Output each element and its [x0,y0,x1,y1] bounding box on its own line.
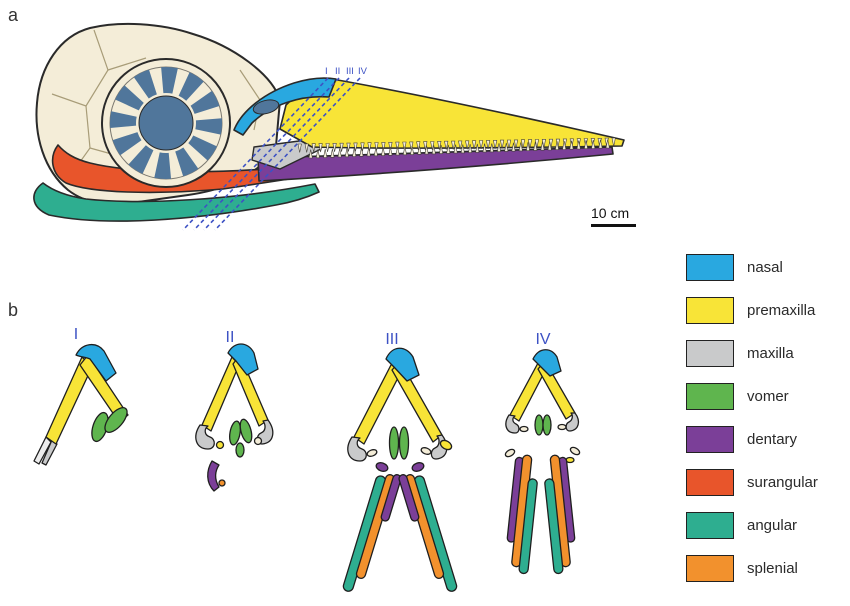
legend-item-label: angular [747,517,798,534]
legend-item: surangular [686,469,818,496]
legend-swatch-splenial [686,555,734,582]
cross-section-iii [342,347,458,592]
legend-item: angular [686,512,818,539]
legend-item: dentary [686,426,818,453]
legend-swatch-angular [686,512,734,539]
section-line-label-iii: III [346,66,354,77]
section-lines [182,77,361,231]
cross-section-iv [504,349,581,575]
section-line-label-i: I [325,66,328,77]
legend-item-label: splenial [747,560,798,577]
section-line-label-iv: IV [358,66,368,77]
scale-bar-label: 10 cm [591,205,629,221]
cross-section-label-iii: III [385,331,399,348]
legend-swatch-dentary [686,426,734,453]
cross-section-ii [195,343,274,492]
legend-swatch-premaxilla [686,297,734,324]
cross-section-label-iv: IV [535,331,551,348]
panel-a-label: a [8,5,19,25]
naris-opening [252,99,280,115]
legend-item: splenial [686,555,818,582]
legend: nasal premaxilla maxilla vomer dentary s… [686,254,818,598]
legend-item-label: dentary [747,431,798,448]
section-line-labels: I II III IV [325,66,368,77]
legend-item: nasal [686,254,818,281]
cross-section-label-ii: II [225,329,235,346]
sclerotic-ring [101,58,231,188]
legend-swatch-surangular [686,469,734,496]
lower-teeth [308,139,610,159]
legend-item-label: nasal [747,259,783,276]
legend-item: vomer [686,383,818,410]
scale-bar-line [591,224,636,227]
legend-item-label: vomer [747,388,789,405]
legend-swatch-maxilla [686,340,734,367]
legend-swatch-nasal [686,254,734,281]
cross-section-label-i: I [73,326,79,343]
skull-lateral-view: I II III IV 10 cm [33,22,636,231]
legend-item-label: surangular [747,474,818,491]
section-line-label-ii: II [335,66,340,77]
legend-item: maxilla [686,340,818,367]
angular-bone [33,182,320,222]
legend-item-label: premaxilla [747,302,816,319]
upper-teeth [297,137,616,153]
cross-sections-diagram [33,343,581,592]
panel-b-label: b [8,300,19,320]
legend-item-label: maxilla [747,345,794,362]
cross-section-i [33,344,129,466]
legend-swatch-vomer [686,383,734,410]
legend-item: premaxilla [686,297,818,324]
